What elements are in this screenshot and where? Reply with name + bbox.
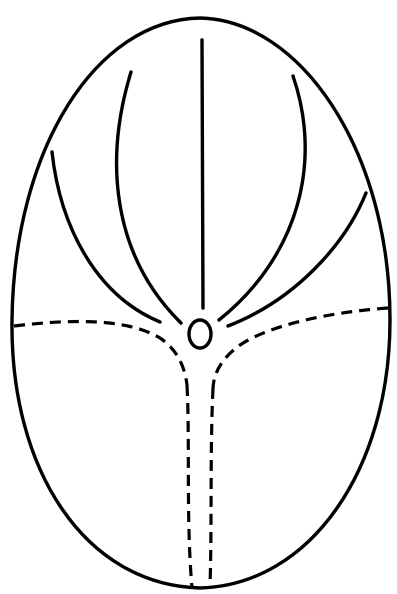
dashed-line-left-horizontal: [14, 322, 187, 385]
solid-line-center: [202, 40, 203, 308]
solid-line-left-outer: [52, 152, 160, 322]
radiating-solid-lines: [52, 40, 366, 326]
solid-line-left-inner: [117, 72, 181, 323]
dashed-line-right-vertical: [210, 388, 213, 588]
central-small-oval: [189, 320, 211, 348]
dashed-line-left-vertical: [187, 385, 192, 588]
solid-line-right-outer: [228, 193, 366, 326]
dashed-boundary-lines: [14, 308, 388, 588]
solid-line-right-inner: [219, 76, 305, 320]
